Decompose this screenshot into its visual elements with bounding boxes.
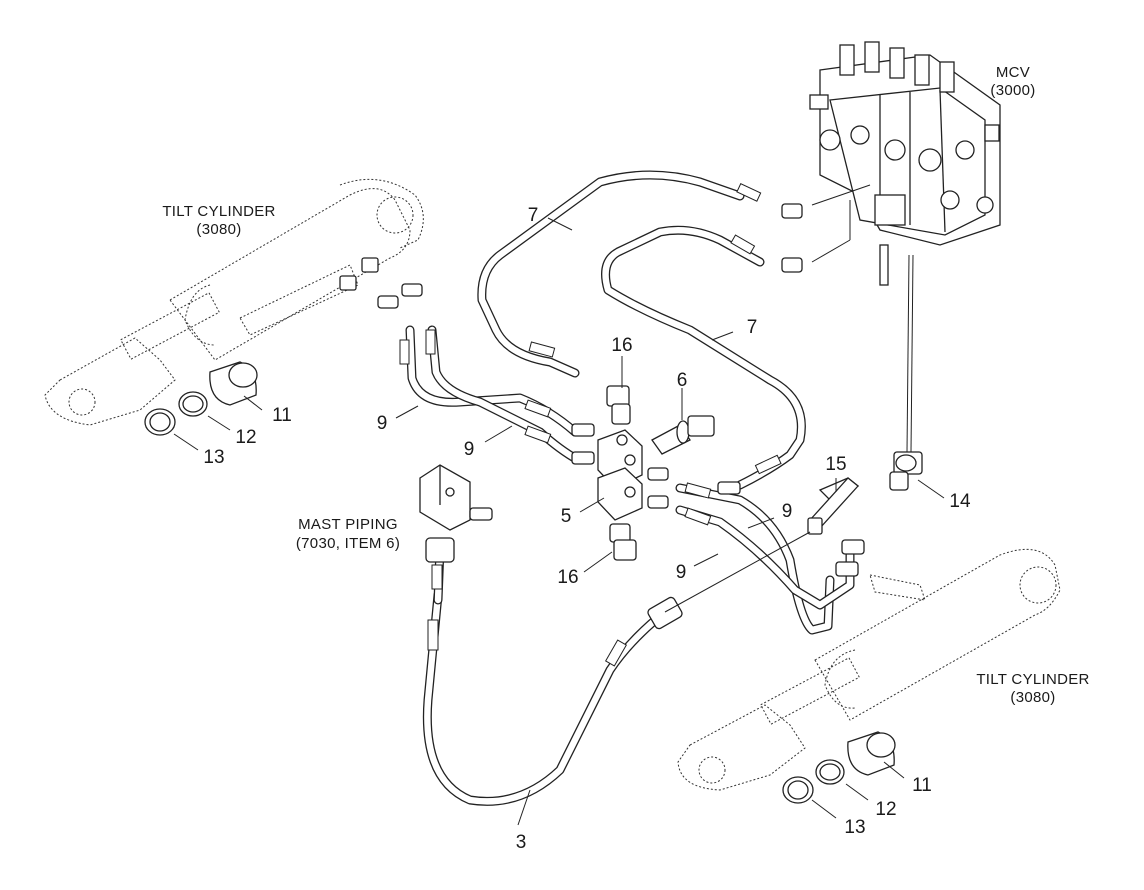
tilt-cylinder-right-label: TILT CYLINDER <box>976 671 1089 688</box>
seal-set-right <box>782 731 896 804</box>
callout-13-right: 13 <box>844 817 865 838</box>
hose-7-upper <box>477 170 745 378</box>
mcv-label: MCV <box>996 64 1030 81</box>
callout-9-d: 9 <box>676 562 687 583</box>
callout-9-b: 9 <box>464 439 475 460</box>
mast-piping-block <box>419 464 493 531</box>
tilt-cylinder-right <box>677 539 1061 791</box>
fitting-mcv-lower <box>781 257 803 273</box>
manifold-block-5 <box>597 429 643 521</box>
tilt-cylinder-left <box>44 178 424 426</box>
fitting-6 <box>651 415 715 455</box>
hose-9-a <box>405 325 580 437</box>
fitting-center-c <box>647 467 669 481</box>
hose-9-b <box>427 325 583 465</box>
hose-crimps <box>399 183 782 667</box>
seal-set-left <box>144 361 258 436</box>
fitting-hose3-end <box>647 596 683 630</box>
mast-piping-ref-label: (7030, ITEM 6) <box>296 535 400 552</box>
hose-3 <box>422 590 670 806</box>
fitting-left-b <box>401 283 423 297</box>
hose-9-c <box>675 483 835 635</box>
callout-16-lower: 16 <box>557 567 578 588</box>
hose-7-lower <box>601 225 806 490</box>
elbow-14 <box>889 451 923 491</box>
callout-12-left: 12 <box>235 427 256 448</box>
callout-3: 3 <box>516 832 527 853</box>
tilt-cylinder-left-label: TILT CYLINDER <box>162 203 275 220</box>
mast-piping-label: MAST PIPING <box>298 516 398 533</box>
callout-6: 6 <box>677 370 688 391</box>
callout-11-right: 11 <box>912 775 932 796</box>
hose-9-d <box>675 505 855 610</box>
fitting-center-e <box>717 481 741 495</box>
callout-9-c: 9 <box>782 501 793 522</box>
fitting-mcv-upper <box>781 203 803 219</box>
callout-15: 15 <box>825 454 846 475</box>
callout-12-right: 12 <box>875 799 896 820</box>
callout-9-a: 9 <box>377 413 388 434</box>
callout-16-upper: 16 <box>611 335 632 356</box>
mcv-ref-label: (3000) <box>990 82 1035 99</box>
fitting-center-d <box>647 495 669 509</box>
tilt-cylinder-left-ref-label: (3080) <box>196 221 241 238</box>
callout-5: 5 <box>561 506 572 527</box>
callout-11-left: 11 <box>272 405 292 426</box>
callout-7-lower: 7 <box>747 317 758 338</box>
callout-7-upper: 7 <box>528 205 539 226</box>
leader-lines <box>173 217 945 826</box>
fitting-left-a <box>377 295 399 309</box>
callout-14: 14 <box>949 491 971 512</box>
elbow-16-upper <box>606 385 631 425</box>
fitting-center-b <box>571 451 595 465</box>
elbow-16-lower <box>609 523 637 561</box>
block-15 <box>807 477 860 535</box>
mcv-valve <box>809 41 1001 286</box>
tilt-cylinder-right-ref-label: (3080) <box>1010 689 1055 706</box>
callout-13-left: 13 <box>203 447 224 468</box>
fitting-center-a <box>571 423 595 437</box>
fitting-mast-end <box>425 537 455 563</box>
tube-14 <box>906 254 914 453</box>
